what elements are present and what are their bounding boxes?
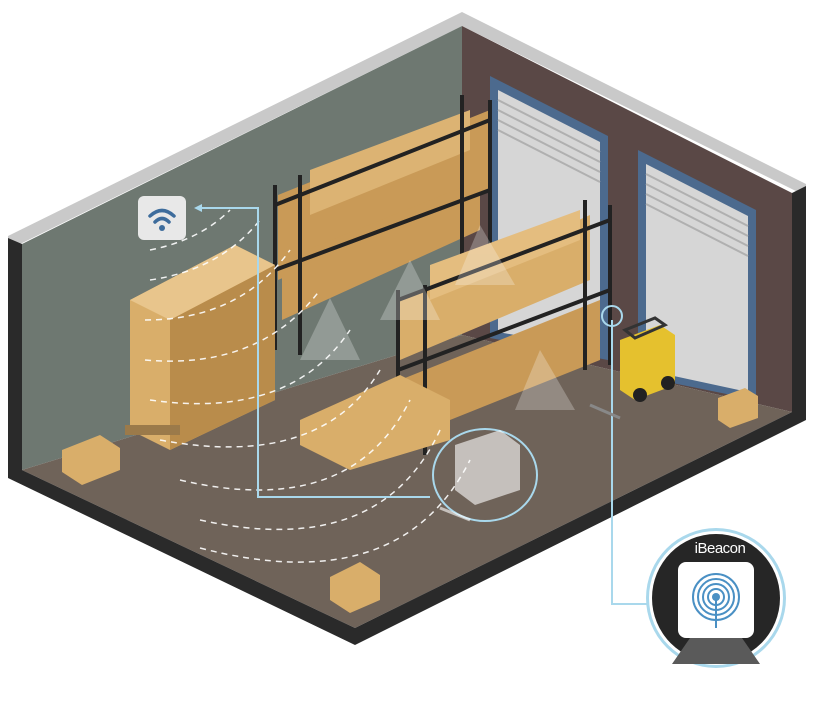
wifi-signal-arcs [144,209,471,563]
ibeacon-icon [692,573,740,628]
floor-pallet-boxes [300,375,450,470]
forklift-icon [589,316,675,420]
light-cones [300,225,575,410]
wifi-icon [148,208,176,224]
wifi-access-point [138,196,186,240]
beacon-marker [601,305,623,327]
box-stack [125,245,275,450]
ibeacon-label: iBeacon [694,540,746,557]
tracked-forklift-ghost [432,428,538,522]
loose-boxes [62,388,758,613]
wifi-connection-line [200,207,430,498]
ibeacon-badge [646,528,786,668]
